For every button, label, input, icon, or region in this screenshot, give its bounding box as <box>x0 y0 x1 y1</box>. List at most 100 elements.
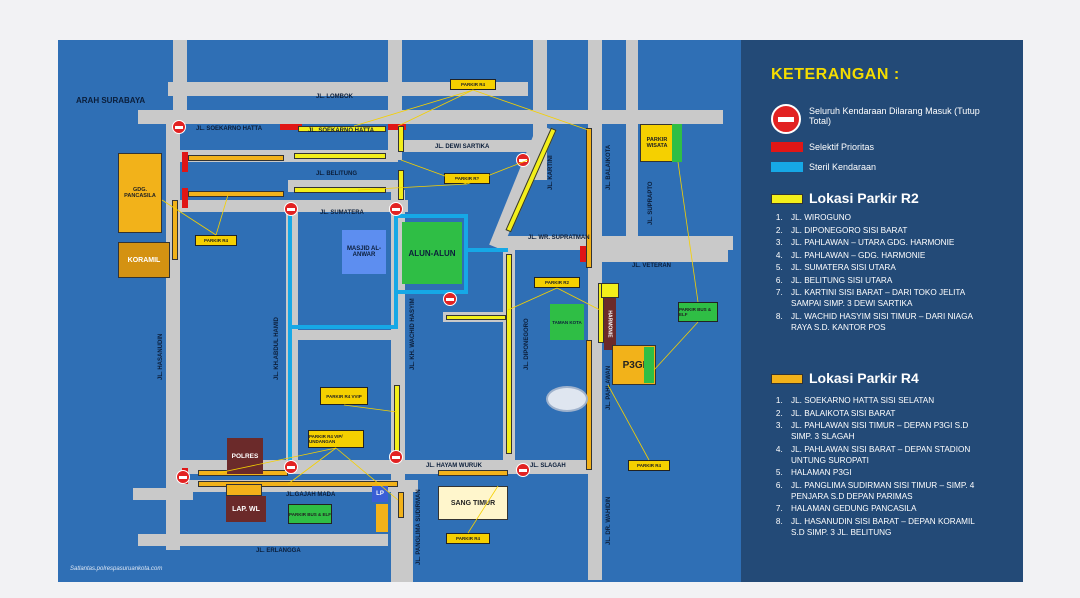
harmonie-label: HARMONIE <box>607 310 614 338</box>
steril-route <box>464 214 468 294</box>
selektif-bar <box>182 188 188 208</box>
steril-route <box>394 216 398 328</box>
parkir-r4-segment <box>586 340 592 470</box>
no-entry-icon <box>172 120 186 134</box>
steril-route <box>394 214 468 218</box>
road-south-inner <box>288 330 398 340</box>
street-label: JL. KH. WACHID HASYIM <box>410 298 416 370</box>
parkir-r4-segment <box>398 492 404 518</box>
parkir-r4-segment <box>188 191 284 197</box>
street-label: JL. BALAIKOTA <box>606 144 612 190</box>
street-label: JL. WR. SUPRATMAN <box>528 235 590 241</box>
no-entry-icon <box>516 153 530 167</box>
parkir-r2-segment <box>394 385 400 455</box>
parkir-r2-segment <box>446 315 506 320</box>
legend-r4-swatch <box>771 374 803 384</box>
road-erlangga <box>138 534 388 546</box>
parkir-r2-segment <box>398 126 404 152</box>
r2-item: JL. DIPONEGORO SISI BARAT <box>785 225 990 236</box>
steril-route <box>394 290 468 294</box>
street-label: JL. VETERAN <box>632 263 672 269</box>
street-label: JL. HASANUDIN <box>158 333 164 380</box>
parkir-r2-segment <box>298 126 386 132</box>
selektif-bar <box>580 246 586 262</box>
place-gdg-pancasila: GDG. PANCASILA <box>118 153 162 233</box>
r4-item: JL. SOEKARNO HATTA SISI SELATAN <box>785 395 990 406</box>
leader-line <box>677 161 699 303</box>
road-suprapto <box>626 40 638 250</box>
legend-r4-list: JL. SOEKARNO HATTA SISI SELATAN JL. BALAI… <box>771 395 990 539</box>
place-harmonie-top <box>601 283 619 298</box>
road-west-spur <box>133 488 193 500</box>
steril-route <box>468 248 508 252</box>
selektif-bar <box>388 124 406 130</box>
legend-closed-icon <box>771 104 801 134</box>
place-lap-wl-park <box>226 484 262 496</box>
place-parkir-wisata: PARKIR WISATA <box>640 124 674 162</box>
street-label: JL. HAYAM WURUK <box>426 463 482 469</box>
tag-parkir-r2: PARKIR R2 <box>534 277 580 288</box>
parkir-r4-segment <box>188 155 284 161</box>
legend-r4-heading: Lokasi Parkir R4 <box>809 370 919 386</box>
street-label: JL.GAJAH MADA <box>286 492 336 498</box>
road-hasanudin <box>166 110 180 550</box>
street-label: JL. DR. WAHIDIN <box>606 496 612 545</box>
no-entry-icon <box>389 450 403 464</box>
r4-item: HALAMAN P3GI <box>785 467 990 478</box>
place-p3gi-annex <box>644 347 654 383</box>
tag-parkir-r4: PARKIR R4 <box>446 533 490 544</box>
road-wr-supratman <box>498 236 733 250</box>
place-harmonie: HARMONIE <box>604 298 616 350</box>
legend-closed-bar <box>778 117 794 122</box>
selektif-bar <box>280 124 302 130</box>
r2-item: JL. PAHLAWAN – GDG. HARMONIE <box>785 250 990 261</box>
traffic-map: ARAH SURABAYA JL. LOMBOK JL. SOEKARNO HA… <box>58 40 741 582</box>
street-label: JL. KARTINI <box>548 155 554 190</box>
r4-item: JL. BALAIKOTA SISI BARAT <box>785 408 990 419</box>
selektif-bar <box>182 152 188 172</box>
tag-parkir-r4-vvip: PARKIR R4 VVIP <box>320 387 368 405</box>
r4-item: JL. PANGLIMA SUDIRMAN SISI TIMUR – SIMP.… <box>785 480 990 502</box>
no-entry-icon <box>389 202 403 216</box>
place-sang-timur: SANG TIMUR <box>438 486 508 520</box>
street-label: JL. DEWI SARTIKA <box>435 144 490 150</box>
parkir-r4-segment <box>172 200 178 260</box>
tag-parkir-r4-vip: PARKIR R4 VIP/ UNDANGAN <box>308 430 364 448</box>
place-masjid: MASJID AL-ANWAR <box>342 230 386 274</box>
r4-item: JL. PAHLAWAN SISI TIMUR – DEPAN P3GI S.D… <box>785 420 990 442</box>
steril-route <box>288 325 398 329</box>
no-entry-icon <box>284 460 298 474</box>
credit-text: Satlantas.polrespasuruankota.com <box>70 566 163 572</box>
r2-item: JL. WIROGUNO <box>785 212 990 223</box>
no-entry-icon <box>516 463 530 477</box>
legend-title: KETERANGAN : <box>771 66 900 83</box>
road-panglima-sudirman <box>401 480 413 582</box>
place-lp: LP <box>372 486 388 502</box>
no-entry-icon <box>176 470 190 484</box>
place-alun-alun: ALUN-ALUN <box>402 222 462 284</box>
r4-item: JL. PAHLAWAN SISI BARAT – DEPAN STADION … <box>785 444 990 466</box>
road-dewi-sartika <box>398 140 538 152</box>
legend-selektif-text: Selektif Prioritas <box>809 142 875 152</box>
street-label: JL. BELITUNG <box>316 171 358 177</box>
road-veteran <box>598 248 728 262</box>
leader-line <box>653 321 699 371</box>
tag-parkir-r4: PARKIR R4 <box>628 460 670 471</box>
parkir-r2-segment <box>398 170 404 200</box>
street-label: JL. LOMBOK <box>316 94 353 100</box>
street-label: JL. PANGLIMA SUDIRMAN <box>416 489 422 565</box>
legend-closed-text: Seluruh Kendaraan Dilarang Masuk (Tutup … <box>809 106 980 126</box>
no-entry-icon <box>284 202 298 216</box>
place-lp-annex <box>376 504 388 532</box>
parkir-r4-segment <box>586 128 592 268</box>
tag-parkir-r4: PARKIR R4 <box>450 79 496 90</box>
parkir-r2-segment <box>294 153 386 159</box>
r2-item: JL. WACHID HASYIM SISI TIMUR – DARI NIAG… <box>785 311 990 333</box>
tag-parkir-bus: PARKIR BUS & ELF <box>678 302 718 322</box>
leader-line <box>343 404 398 413</box>
leader-line <box>607 384 650 461</box>
place-lap-wl: LAP. WL <box>226 496 266 522</box>
place-wisata-green <box>672 124 682 162</box>
r4-item: JL. HASANUDIN SISI BARAT – DEPAN KORAMIL… <box>785 516 990 538</box>
place-polres: POLRES <box>227 438 263 474</box>
